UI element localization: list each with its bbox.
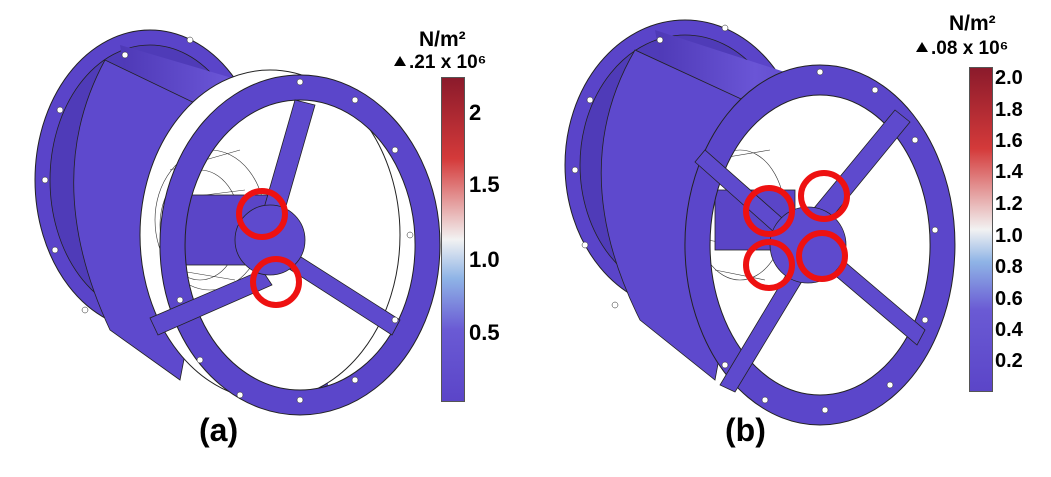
hotspot-ring [743,185,795,237]
colorbar-tick: 0.5 [469,320,500,345]
colorbar-tick: 0.8 [995,256,1023,278]
fan-housing-model-a [34,29,441,416]
colorbar-a [441,77,465,402]
colorbar-tick: 0.4 [995,319,1023,341]
max-marker-icon [394,56,406,66]
caption-a: (a) [199,412,239,448]
hotspot-ring [798,170,850,222]
spokes [149,99,401,336]
max-value-label-b: .08 x 10⁶ [916,38,1008,60]
bolt-holes [41,36,414,404]
fan-housing-model-b [564,19,956,426]
panel-a: N/m² .21 x 10⁶ 2 1.5 1.0 0.5 (a) [0,0,525,477]
max-marker-icon [916,42,928,52]
bolt-holes [571,24,939,414]
caption-b: (b) [725,412,766,448]
spokes [694,109,926,393]
stress-hotspots [743,170,850,291]
front-flange [684,64,956,426]
front-flange [159,74,441,416]
hotspot-ring [743,239,795,291]
colorbar-tick: 2.0 [995,67,1023,89]
colorbar-tick: 1.0 [995,225,1023,247]
colorbar-tick: 1.6 [995,130,1023,152]
unit-label-a: N/m² [419,28,466,51]
panel-b: N/m² .08 x 10⁶ 2.0 1.8 1.6 1.4 1.2 1.0 0… [525,0,1051,477]
unit-label-b: N/m² [949,12,996,35]
colorbar-tick: 0.6 [995,288,1023,310]
colorbar-tick: 1.8 [995,99,1023,121]
colorbar-tick: 2 [469,100,482,125]
colorbar-tick: 1.0 [469,247,500,272]
colorbar-tick: 1.4 [995,161,1023,183]
colorbar-tick: 0.2 [995,350,1023,372]
colorbar-tick: 1.5 [469,172,500,197]
hotspot-ring [796,230,848,282]
max-value-label-a: .21 x 10⁶ [394,52,486,74]
colorbar-tick: 1.2 [995,193,1023,215]
hotspot-ring [250,256,302,308]
stress-hotspots [236,188,302,308]
colorbar-b [969,67,993,392]
hotspot-ring [236,188,288,240]
